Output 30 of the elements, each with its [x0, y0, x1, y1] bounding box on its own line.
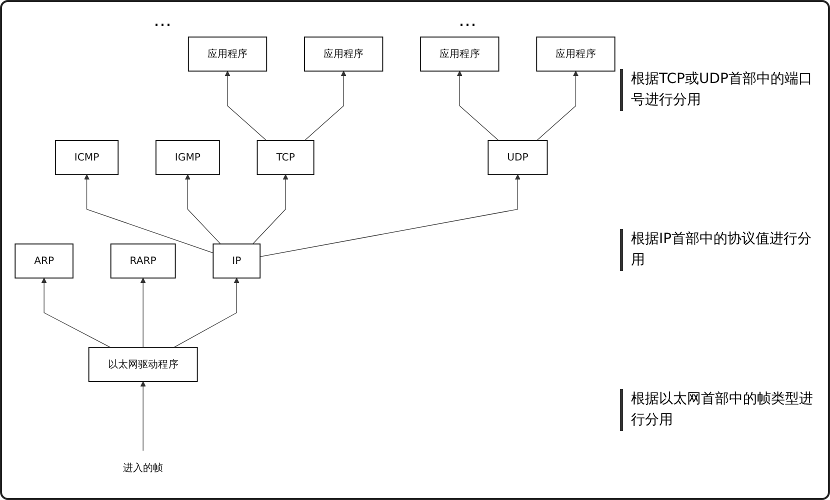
arrow [140, 278, 146, 348]
node-text: 进入的帧 [122, 462, 164, 474]
node-box: IP [212, 244, 261, 278]
brace-note: 根据IP首部中的协议值进行分用 [620, 229, 820, 271]
node-box: 以太网驱动程序 [88, 346, 198, 382]
node-box: 应用程序 [304, 36, 384, 72]
node-box: ARP [14, 244, 74, 278]
arrow [536, 70, 579, 141]
arrow [252, 174, 288, 244]
node-box: 应用程序 [188, 36, 268, 72]
node-box: 应用程序 [420, 36, 500, 72]
node-box: 应用程序 [536, 36, 616, 72]
arrow [41, 278, 111, 348]
ellipsis-text: … [154, 10, 172, 32]
arrow [456, 70, 499, 141]
arrow [174, 278, 240, 348]
node-box: UDP [488, 140, 548, 176]
arrow [304, 70, 346, 141]
brace-note: 根据TCP或UDP首部中的端口号进行分用 [620, 69, 820, 111]
ellipsis-text: … [458, 10, 476, 32]
arrow [84, 174, 214, 254]
arrow [140, 381, 146, 452]
arrow [224, 70, 267, 141]
node-box: IGMP [156, 140, 220, 176]
arrow [260, 174, 520, 257]
node-box: TCP [256, 140, 314, 176]
arrow [184, 174, 221, 244]
brace-note: 根据以太网首部中的帧类型进行分用 [620, 389, 820, 431]
node-box: ICMP [54, 140, 119, 176]
node-box: RARP [110, 244, 176, 278]
